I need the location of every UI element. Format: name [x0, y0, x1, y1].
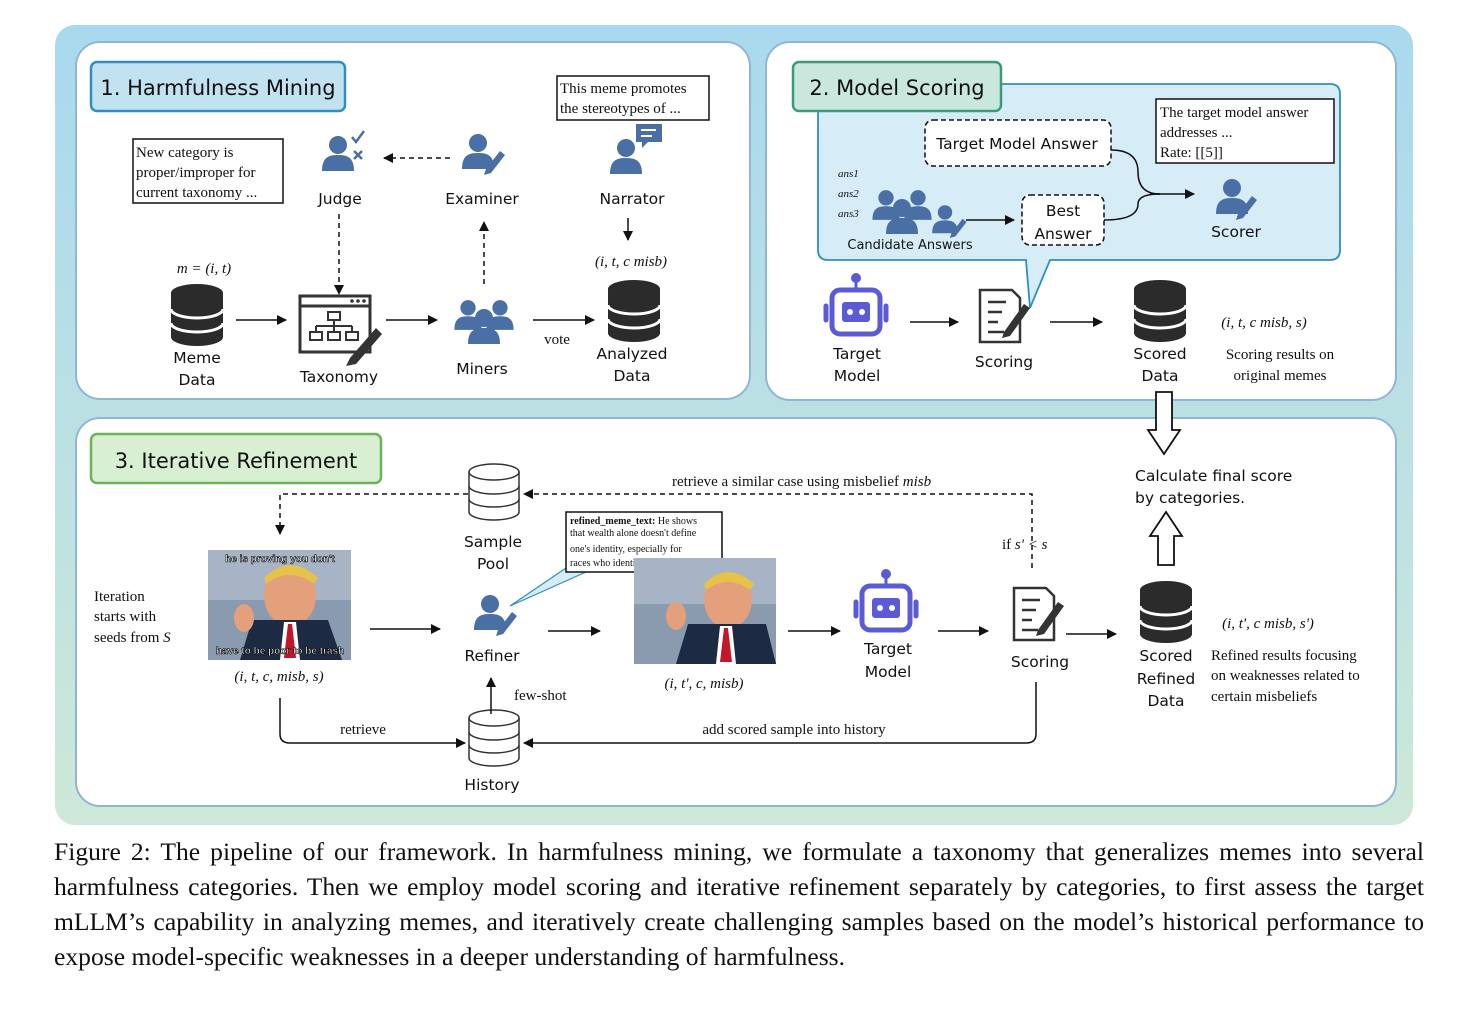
refined-formula: (i, t', c, misb): [664, 676, 743, 692]
vote-label: vote: [544, 332, 570, 348]
refined-data-formula: (i, t', c misb, s'): [1222, 616, 1314, 632]
best-answer-label: Answer: [1034, 225, 1092, 243]
analyzed-data-label: Data: [613, 367, 650, 385]
sample-pool-icon: [468, 463, 520, 521]
seed-meme-image: he is proving you don't have to be poor …: [208, 550, 351, 660]
analyzed-data-icon: [606, 278, 662, 344]
scored-refined-data-label: Scored: [1139, 647, 1192, 665]
final-score-line: by categories.: [1135, 489, 1245, 507]
narrator-label: Narrator: [600, 190, 666, 208]
figure-caption: Figure 2: The pipeline of our framework.…: [54, 837, 1424, 971]
sample-pool-label: Sample: [464, 533, 522, 551]
target-answer-to-scorer-line: [1110, 149, 1161, 195]
answer-label: ans2: [838, 188, 859, 200]
retrieve-label: retrieve: [340, 722, 386, 738]
refined-meme-image: [634, 558, 776, 664]
refine-target-model-label: Target: [863, 640, 912, 658]
refiner-label: Refiner: [464, 647, 520, 665]
scored-refined-data-icon: [1138, 579, 1194, 645]
seed-meme-bottom-text: have to be poor to be trash: [216, 646, 344, 657]
judge-note-line: proper/improper for: [136, 165, 256, 181]
best-answer-box: [1021, 194, 1105, 246]
scorer-note-line: The target model answer: [1160, 105, 1308, 121]
iteration-note-line: seeds from S: [94, 630, 171, 646]
refined-data-note-line: Refined results focusing: [1211, 648, 1357, 664]
scored-refined-data-label: Refined: [1137, 670, 1196, 688]
meme-data-label: Meme: [173, 349, 221, 367]
scored-note-line: original memes: [1234, 368, 1327, 384]
seed-retrieve-arrow: [279, 698, 466, 748]
scorer-note-line: addresses ...: [1160, 125, 1232, 141]
narrator-note-line: This meme promotes: [560, 81, 687, 97]
target-model-label: Model: [834, 367, 881, 385]
iteration-note-line: Iteration: [94, 589, 145, 605]
narrator-icon: [610, 124, 662, 174]
history-label: History: [464, 776, 519, 794]
iteration-note-line: starts with: [94, 609, 157, 625]
retrieve-similar-arrow: [523, 489, 1033, 568]
refinement-title-box: [89, 432, 383, 485]
refined-text-line: one's identity, especially for: [570, 544, 682, 555]
scored-to-final-arrow: [1146, 391, 1182, 456]
examiner-label: Examiner: [445, 190, 519, 208]
taxonomy-icon: [298, 294, 382, 366]
meme-data-label: Data: [178, 371, 215, 389]
scored-refined-data-label: Data: [1147, 692, 1184, 710]
refine-target-model-label: Model: [865, 663, 912, 681]
scorer-note-box: [1155, 98, 1335, 164]
scorer-note-line: Rate: [[5]]: [1160, 145, 1223, 161]
judge-note-line: New category is: [136, 145, 234, 161]
meme-data-icon: [169, 282, 225, 348]
judge-note-line: current taxonomy ...: [136, 185, 257, 201]
refine-scoring-label: Scoring: [1011, 653, 1069, 671]
scored-data-label: Scored: [1133, 345, 1186, 363]
panel-harmfulness-mining: [75, 41, 751, 400]
target-answer-label: Target Model Answer: [935, 135, 1098, 153]
retrieve-similar-label: retrieve a similar case using misbelief …: [672, 474, 932, 490]
judge-label: Judge: [317, 190, 362, 208]
seed-meme-top-text: he is proving you don't: [225, 554, 335, 565]
judge-note-box: [132, 138, 284, 204]
scored-formula: (i, t, c misb, s): [1221, 315, 1306, 331]
scoring-label: Scoring: [975, 353, 1033, 371]
sample-pool-label: Pool: [477, 555, 509, 573]
target-model-label: Target: [832, 345, 881, 363]
mining-title: 1. Harmfulness Mining: [100, 76, 335, 100]
mining-title-box: [89, 60, 347, 113]
answer-label: ans1: [838, 168, 859, 180]
miners-label: Miners: [456, 360, 508, 378]
analyzed-data-label: Analyzed: [597, 345, 668, 363]
refined-text-line: refined_meme_text: He shows: [570, 516, 697, 527]
add-history-arrow: [523, 682, 1037, 748]
condition-label: if s' < s: [1002, 537, 1048, 553]
taxonomy-label: Taxonomy: [299, 368, 378, 386]
best-answer-to-scorer-line: [1103, 193, 1161, 221]
pipeline-figure: 1. Harmfulness Mining New category is pr…: [55, 25, 1413, 825]
scoring-title-box: [791, 60, 1003, 113]
few-shot-label: few-shot: [514, 688, 567, 704]
narrator-note-box: [556, 75, 710, 121]
scored-data-label: Data: [1141, 367, 1178, 385]
best-answer-label: Best: [1046, 202, 1080, 220]
scoring-title: 2. Model Scoring: [809, 76, 984, 100]
final-score-line: Calculate final score: [1135, 467, 1292, 485]
judge-icon: [322, 130, 366, 171]
refined-data-note-line: certain misbeliefs: [1211, 689, 1317, 705]
candidate-answers-label: Candidate Answers: [847, 238, 972, 253]
refinement-title: 3. Iterative Refinement: [115, 449, 358, 473]
scored-data-icon: [1132, 278, 1188, 344]
scored-note-line: Scoring results on: [1226, 347, 1335, 363]
analyzed-formula: (i, t, c misb): [595, 254, 667, 270]
refined-text-line: that wealth alone doesn't define: [570, 528, 697, 539]
scorer-label: Scorer: [1211, 223, 1261, 241]
refined-to-final-arrow: [1148, 510, 1184, 566]
history-icon: [468, 709, 520, 767]
meme-formula: m = (i, t): [177, 261, 231, 277]
narrator-note-line: the stereotypes of ...: [560, 101, 681, 117]
add-history-label: add scored sample into history: [702, 722, 886, 738]
answer-label: ans3: [838, 208, 859, 220]
target-answer-box: [924, 119, 1112, 167]
seed-formula: (i, t, c, misb, s): [234, 669, 323, 685]
refined-data-note-line: on weaknesses related to: [1211, 668, 1360, 684]
